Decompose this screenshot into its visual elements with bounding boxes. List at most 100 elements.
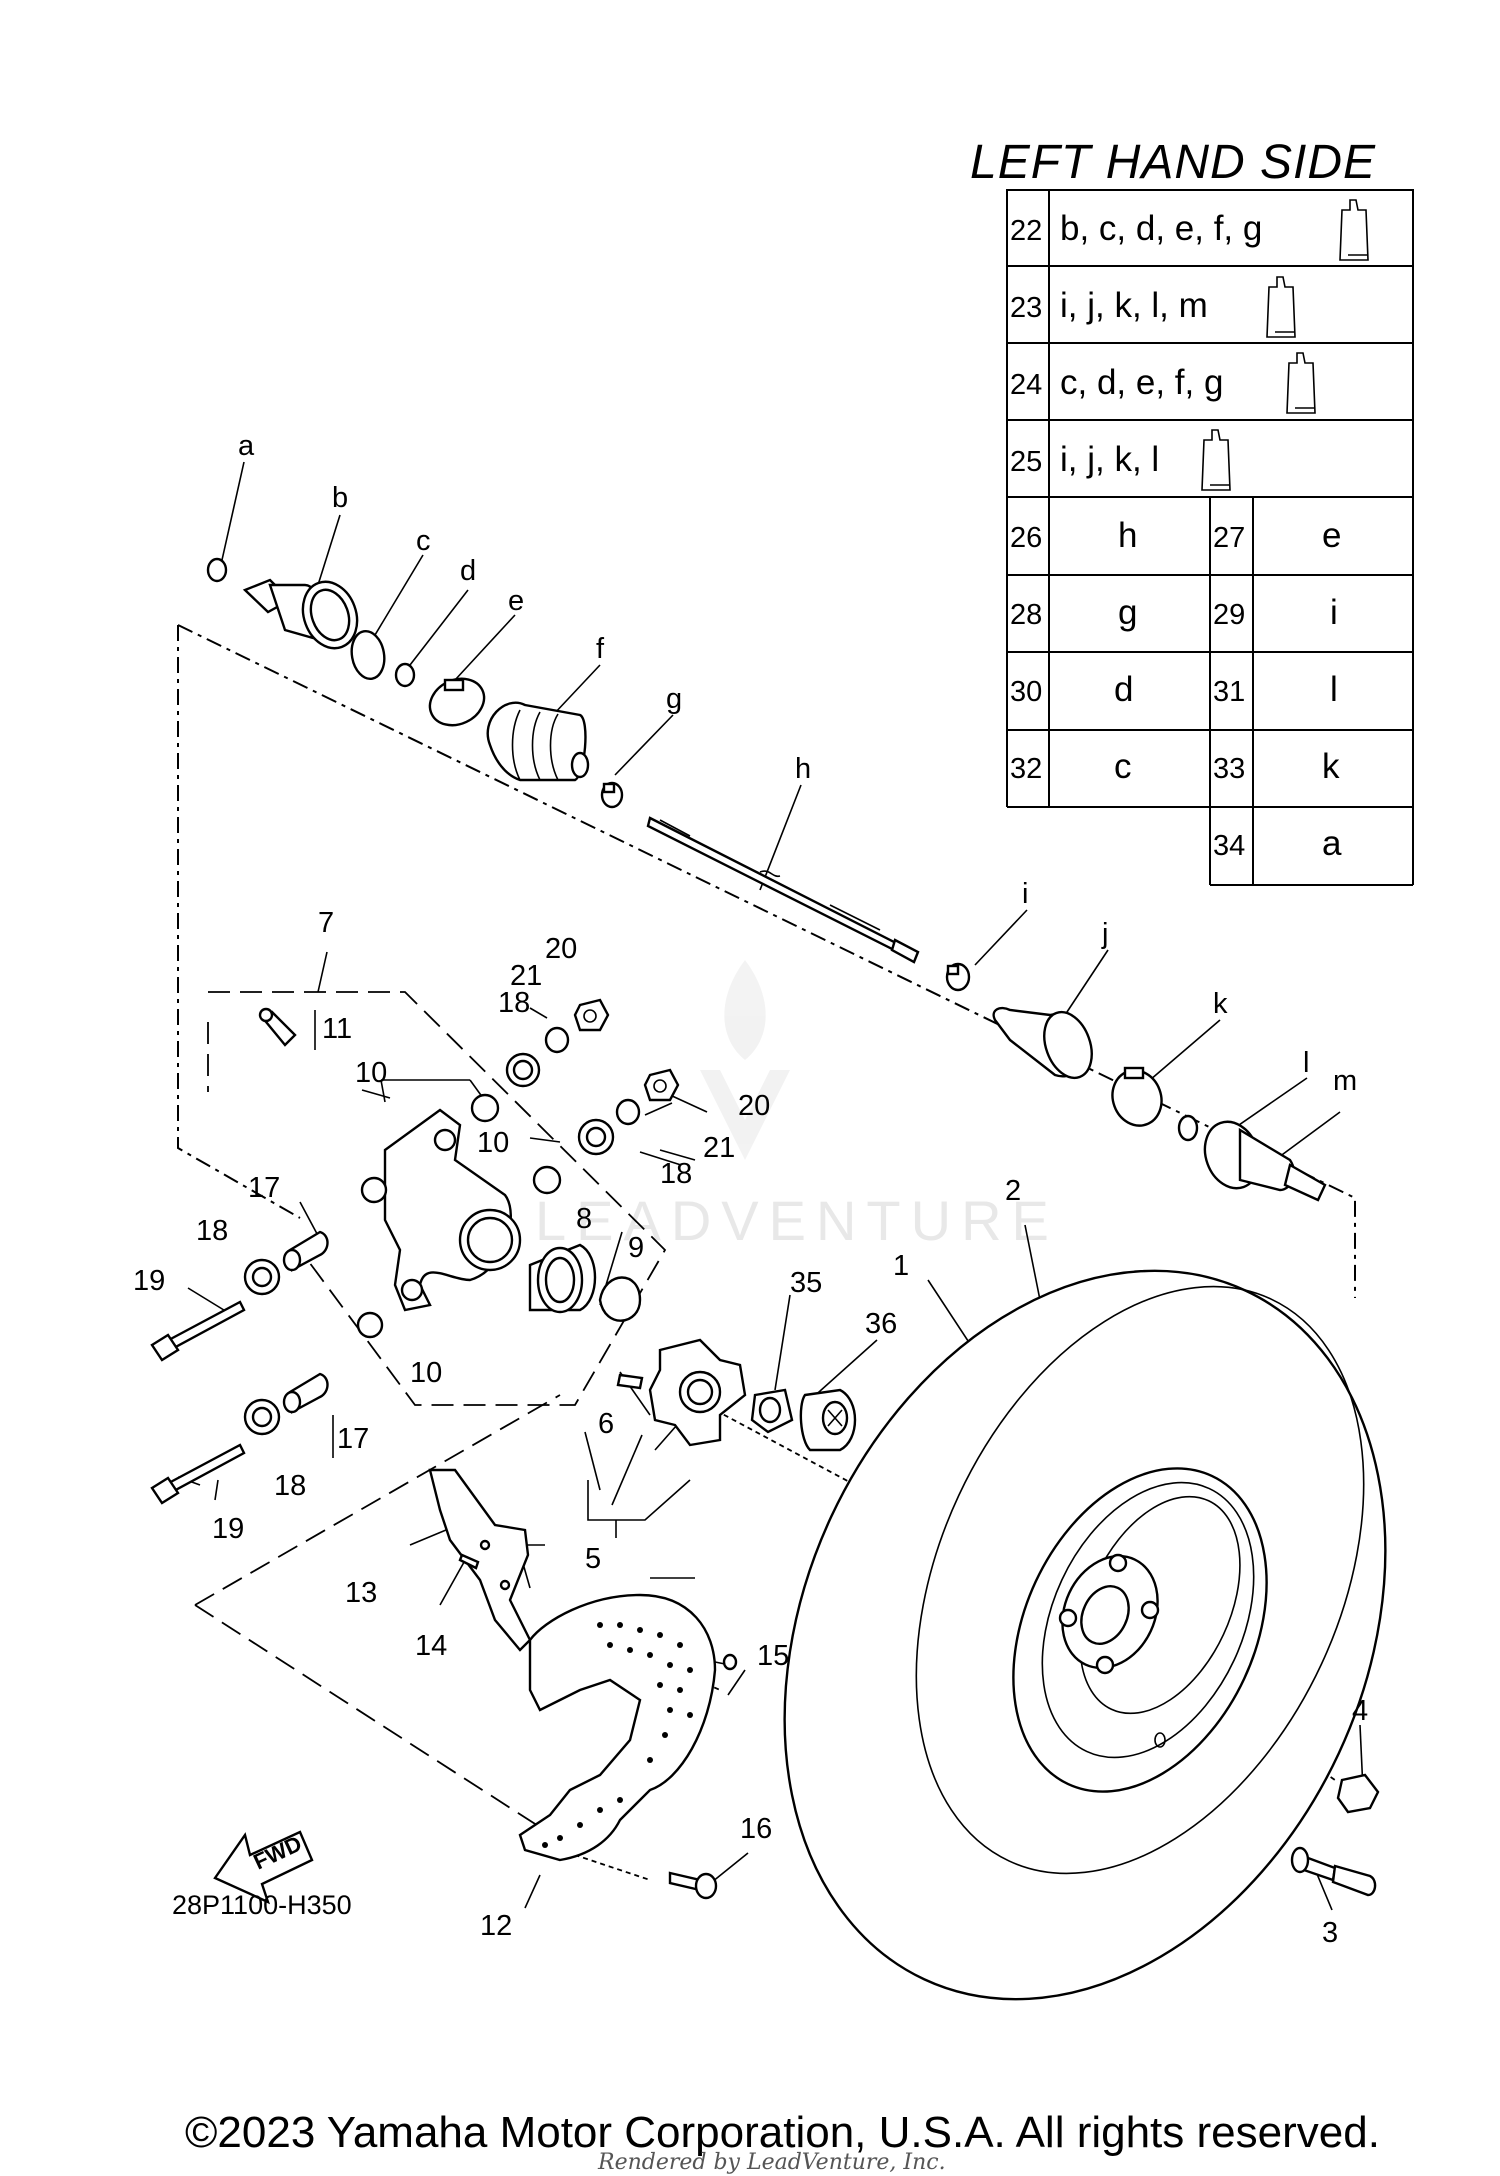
- label-j: j: [1101, 918, 1108, 950]
- label-18: 18: [498, 987, 530, 1019]
- label-7: 7: [318, 907, 334, 939]
- wheel-rim-1: [1012, 1467, 1268, 1793]
- drawing-code: 28P1100-H350: [172, 1890, 352, 1920]
- kit-number: 23: [1010, 292, 1042, 324]
- grease-tube-icon: [1201, 429, 1231, 491]
- bushing-10: [356, 1311, 384, 1339]
- bolt-16: [668, 1871, 718, 1900]
- collar-17: [282, 1372, 329, 1414]
- hub-5: [648, 1338, 747, 1447]
- label-6: 6: [598, 1408, 614, 1440]
- label-i: i: [1022, 878, 1028, 910]
- seal-18: [505, 1052, 541, 1088]
- ring-c: [350, 630, 386, 680]
- map-number: 28: [1010, 599, 1042, 631]
- kit-parts: c, d, e, f, g: [1060, 363, 1223, 402]
- map-number: 29: [1213, 599, 1245, 631]
- copyright-notice: ©2023 Yamaha Motor Corporation, U.S.A. A…: [185, 2108, 1380, 2157]
- kit-number: 25: [1010, 446, 1042, 478]
- washer-21: [615, 1098, 641, 1126]
- map-number: 26: [1010, 522, 1042, 554]
- label-5: 5: [585, 1543, 601, 1575]
- bracket-5: [587, 1479, 691, 1538]
- label-13: 13: [345, 1577, 377, 1609]
- grease-tube-icon: [1286, 352, 1316, 414]
- label-3: 3: [1322, 1917, 1338, 1949]
- label-18: 18: [274, 1470, 306, 1502]
- kit-parts: b, c, d, e, f, g: [1060, 209, 1262, 248]
- label-19: 19: [212, 1513, 244, 1545]
- washer-15: [722, 1653, 738, 1671]
- label-20: 20: [738, 1090, 770, 1122]
- map-value: l: [1330, 670, 1338, 709]
- map-number: 34: [1213, 830, 1245, 862]
- knuckle: [383, 1108, 522, 1312]
- collar-17: [282, 1230, 329, 1272]
- label-l: l: [1303, 1047, 1309, 1079]
- inner-joint-m: [1203, 1120, 1327, 1202]
- boot-j: [992, 1006, 1093, 1080]
- grease-tube-icon: [1339, 199, 1369, 261]
- label-21: 21: [510, 960, 542, 992]
- brake-guard-12: [518, 1593, 717, 1862]
- boot-band-g: [600, 781, 624, 809]
- bolt-14: [458, 1553, 480, 1570]
- map-number: 27: [1213, 522, 1245, 554]
- map-value: g: [1118, 593, 1137, 632]
- map-value: i: [1330, 593, 1338, 632]
- bushing-10: [532, 1165, 562, 1195]
- map-number: 32: [1010, 753, 1042, 785]
- kit-table-text: 22 b, c, d, e, f, g 23 i, j, k, l, m 24 …: [1010, 209, 1342, 863]
- label-d: d: [460, 555, 476, 587]
- label-a: a: [238, 430, 255, 462]
- kit-number: 24: [1010, 369, 1042, 401]
- label-17: 17: [248, 1172, 280, 1204]
- label-f: f: [596, 633, 605, 665]
- label-c: c: [416, 525, 431, 557]
- drive-shaft-h: [646, 816, 920, 964]
- hub-bolt-6: [616, 1373, 644, 1390]
- washer-21: [544, 1026, 570, 1054]
- map-value: d: [1114, 670, 1133, 709]
- label-16: 16: [740, 1813, 772, 1845]
- grease-nipple-11: [258, 1007, 297, 1047]
- bearing-8: [528, 1243, 597, 1314]
- map-number: 30: [1010, 676, 1042, 708]
- label-14: 14: [415, 1630, 447, 1662]
- map-number: 33: [1213, 753, 1245, 785]
- nut-20: [643, 1068, 680, 1102]
- rendered-by-notice: Rendered by LeadVenture, Inc.: [598, 2150, 946, 2175]
- label-19: 19: [133, 1265, 165, 1297]
- brake-bracket-13: [428, 1468, 532, 1652]
- label-17: 17: [337, 1423, 369, 1455]
- bushing-10: [360, 1176, 388, 1204]
- boot-f: [486, 701, 590, 782]
- circlip-a: [206, 557, 228, 583]
- label-12: 12: [480, 1910, 512, 1942]
- nut-20: [573, 998, 610, 1032]
- callout-labels: a b c d e f g h i j k l m 1 2 3 4 5 6 7 …: [133, 430, 1368, 1949]
- label-20: 20: [545, 933, 577, 965]
- watermark-logo: [700, 960, 790, 1160]
- label-10: 10: [355, 1057, 387, 1089]
- map-value: k: [1322, 747, 1340, 786]
- bolt-19: [150, 1300, 246, 1362]
- grease-tube-icon: [1266, 276, 1296, 338]
- circlip-l: [1177, 1114, 1199, 1142]
- outer-joint-b: [242, 578, 359, 650]
- label-8: 8: [576, 1203, 592, 1235]
- wheel-nut-4: [1336, 1773, 1380, 1814]
- label-m: m: [1333, 1065, 1357, 1097]
- kit-number: 22: [1010, 215, 1042, 247]
- label-e: e: [508, 585, 524, 617]
- label-g: g: [666, 683, 682, 715]
- label-h: h: [795, 753, 811, 785]
- boot-band-i: [945, 962, 971, 992]
- label-21: 21: [703, 1132, 735, 1164]
- label-11: 11: [322, 1013, 352, 1045]
- label-2: 2: [1005, 1175, 1021, 1207]
- label-18: 18: [196, 1215, 228, 1247]
- map-value: c: [1114, 747, 1132, 786]
- map-value: a: [1322, 824, 1342, 863]
